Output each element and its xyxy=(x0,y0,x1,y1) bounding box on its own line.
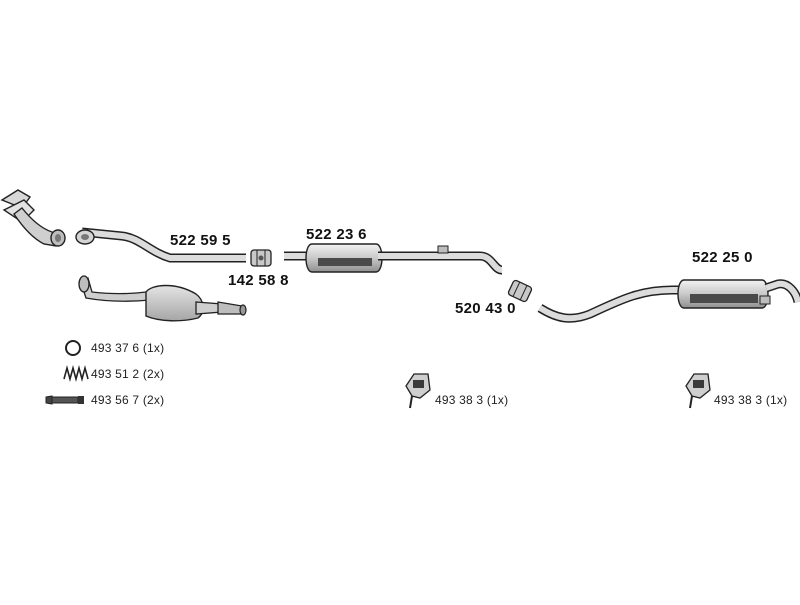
accessory-label-bolt: 493 56 7 (2x) xyxy=(91,393,165,407)
mount-label-center: 493 38 3 (1x) xyxy=(435,393,509,407)
ring-gasket-icon xyxy=(65,340,81,356)
part-number-center-silencer: 522 23 6 xyxy=(306,226,367,243)
part-number-front-clamp: 142 58 8 xyxy=(228,272,289,289)
accessory-label-ring-gasket: 493 37 6 (1x) xyxy=(91,341,165,355)
middle-clamp xyxy=(507,279,533,303)
part-number-middle-clamp: 520 43 0 xyxy=(455,300,516,317)
front-pipe xyxy=(75,227,246,263)
catalytic-converter xyxy=(78,275,247,322)
front-clamp xyxy=(250,249,272,267)
rubber-mount-icon xyxy=(685,373,711,409)
bolt-icon xyxy=(45,395,84,405)
rubber-mount-icon xyxy=(405,373,431,409)
center-silencer xyxy=(284,243,503,275)
exhaust-manifold xyxy=(0,189,66,247)
spring-icon xyxy=(63,364,89,383)
part-number-rear-silencer: 522 25 0 xyxy=(692,249,753,266)
part-number-front-pipe: 522 59 5 xyxy=(170,232,231,249)
mount-label-rear: 493 38 3 (1x) xyxy=(714,393,788,407)
rear-silencer xyxy=(537,279,800,323)
accessory-label-spring: 493 51 2 (2x) xyxy=(91,367,165,381)
